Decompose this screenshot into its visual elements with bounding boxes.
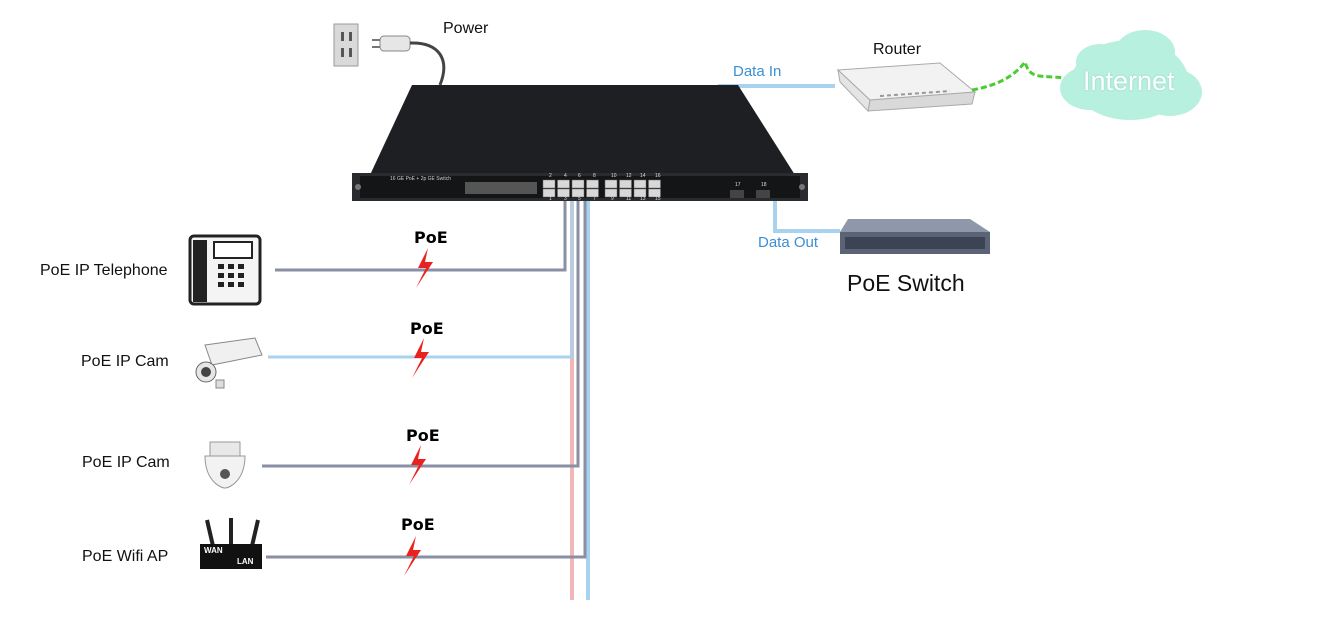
rj45-port — [633, 179, 647, 189]
rj45-port — [571, 188, 585, 198]
ip-camera-box-icon — [195, 337, 263, 389]
bolt-icon — [404, 536, 421, 576]
sfp-ports — [730, 190, 770, 198]
poe-label: PoE — [406, 426, 440, 445]
cable-telephone — [275, 200, 567, 272]
led-panel — [465, 182, 537, 194]
ip-telephone-icon — [188, 234, 262, 306]
cable-cam2 — [262, 200, 580, 468]
rj45-port — [619, 179, 632, 189]
poe-switch-icon — [840, 219, 990, 254]
data-in-label: Data In — [733, 63, 782, 80]
rj45-port — [542, 188, 556, 198]
rj45-port — [633, 188, 647, 198]
wifi-wan-label: WAN — [204, 546, 223, 555]
port-number: 11 — [626, 196, 632, 202]
data-out-cable — [773, 200, 840, 233]
rj45-port — [604, 188, 618, 198]
device-label-telephone: PoE IP Telephone — [40, 262, 168, 279]
rj45-port — [586, 179, 599, 189]
rj45-port — [619, 188, 632, 198]
port-number: 2 — [549, 173, 552, 179]
poe-label: PoE — [401, 515, 435, 534]
port-number: 4 — [564, 173, 567, 179]
port-number: 6 — [578, 173, 581, 179]
router-icon — [836, 62, 977, 113]
port-number: 8 — [593, 173, 596, 179]
port-number: 1 — [549, 196, 552, 202]
wifi-lan-label: LAN — [237, 557, 254, 566]
device-cables — [262, 200, 590, 600]
wifi-ap-icon — [200, 518, 262, 569]
rj45-port — [542, 179, 556, 189]
rj45-port — [557, 179, 570, 189]
port-number: 18 — [761, 182, 767, 188]
device-label-cam2: PoE IP Cam — [82, 454, 170, 471]
poe-bolts — [404, 248, 433, 576]
device-label-cam1: PoE IP Cam — [81, 353, 169, 370]
power-plug-icon — [372, 35, 446, 86]
port-number: 15 — [655, 196, 661, 202]
rj45-port — [604, 179, 618, 189]
port-number: 13 — [640, 196, 646, 202]
poe-switch-label: PoE Switch — [847, 270, 965, 296]
port-number: 5 — [578, 196, 581, 202]
internet-label: Internet — [1083, 66, 1175, 96]
internet-cable — [971, 58, 1066, 92]
internet-cloud-icon — [1060, 30, 1202, 120]
poe-label: PoE — [410, 319, 444, 338]
data-out-label: Data Out — [758, 234, 819, 251]
rj45-port — [571, 179, 585, 189]
port-numbers-top: 2 4 6 8 10 12 14 16 — [543, 173, 661, 179]
main-switch — [352, 85, 808, 201]
device-label-wifi: PoE Wifi AP — [82, 548, 169, 565]
port-number: 16 — [655, 173, 661, 179]
cable-cam1 — [268, 200, 574, 359]
port-number: 14 — [640, 173, 646, 179]
port-number: 9 — [611, 196, 614, 202]
bolt-icon — [409, 445, 426, 485]
rj45-port — [586, 188, 599, 198]
router-label: Router — [873, 41, 922, 58]
power-label: Power — [443, 20, 489, 37]
port-number: 3 — [564, 196, 567, 202]
rj45-port — [557, 188, 570, 198]
cable-wifi — [266, 200, 587, 559]
poe-label: PoE — [414, 228, 448, 247]
rj45-port — [648, 179, 661, 189]
switch-faceplate-text: 16 GE PoE + 2p GE Switch — [390, 176, 452, 182]
bolt-icon — [412, 338, 429, 378]
port-number: 10 — [611, 173, 617, 179]
rj45-port — [648, 188, 661, 198]
rj45-ports — [542, 179, 661, 198]
bolt-icon — [416, 248, 433, 288]
port-number: 7 — [593, 196, 596, 202]
ip-camera-dome-icon — [204, 441, 246, 489]
port-number: 12 — [626, 173, 632, 179]
power-outlet-icon — [333, 23, 359, 67]
port-number: 17 — [735, 182, 741, 188]
